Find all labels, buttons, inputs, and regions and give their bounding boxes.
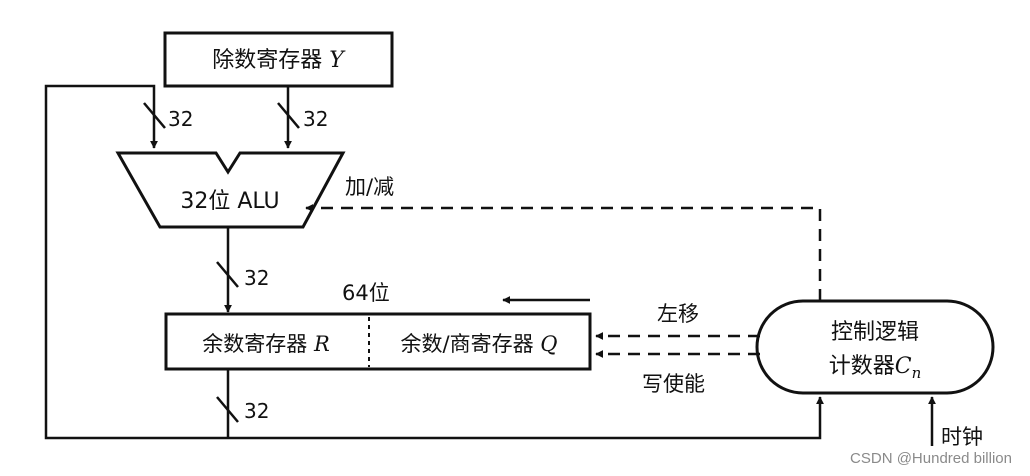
remainder-register-r: 余数寄存器 R (202, 332, 330, 356)
bus-marker-right: 32 (277, 102, 328, 131)
quotient-register-q: 余数/商寄存器 Q (401, 332, 558, 356)
shift-left-control-line: 左移 (595, 302, 760, 340)
svg-text:加/减: 加/减 (345, 175, 394, 199)
alu-32bit: 32位 ALU (115, 151, 346, 229)
remainder-output-bus: 32 (216, 369, 824, 440)
svg-text:计数器Cn: 计数器Cn (829, 354, 922, 382)
remainder-quotient-register: 余数寄存器 R 余数/商寄存器 Q (164, 312, 592, 371)
svg-text:32: 32 (244, 266, 269, 290)
control-logic-counter: 控制逻辑 计数器Cn (755, 299, 995, 395)
svg-text:控制逻辑: 控制逻辑 (831, 320, 919, 345)
add-sub-control-line: 加/减 (305, 175, 822, 301)
svg-text:32: 32 (303, 107, 328, 131)
feedback-loop-wire (44, 84, 228, 440)
write-enable-control-line: 写使能 (595, 350, 760, 396)
svg-text:时钟: 时钟 (941, 425, 983, 449)
watermark: CSDN @Hundred billion (850, 450, 1012, 467)
svg-text:写使能: 写使能 (642, 372, 705, 396)
svg-text:除数寄存器 Y: 除数寄存器 Y (212, 48, 346, 73)
svg-text:左移: 左移 (657, 302, 699, 326)
svg-text:32: 32 (244, 399, 269, 423)
divisor-register-y: 除数寄存器 Y (163, 31, 394, 88)
clock-input: 时钟 (928, 396, 983, 449)
width-64-label: 64位 (342, 281, 390, 305)
svg-text:32: 32 (168, 107, 193, 131)
svg-text:32位 ALU: 32位 ALU (180, 189, 279, 214)
alu-to-remainder-wire: 32 (216, 227, 269, 313)
bus-marker-left: 32 (143, 102, 193, 131)
